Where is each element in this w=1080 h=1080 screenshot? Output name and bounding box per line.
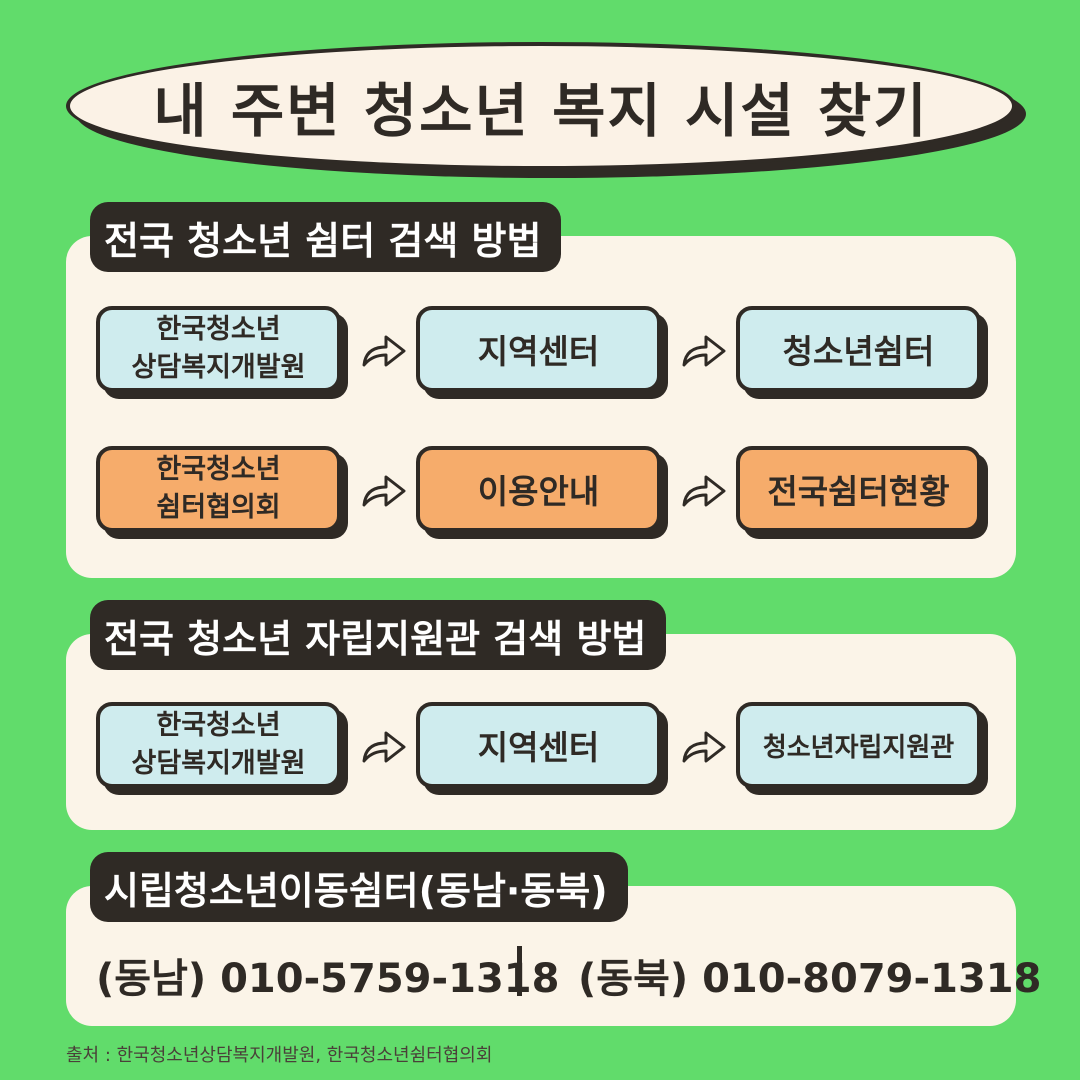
step-box-usage-guide: 이용안내 [416,446,661,532]
step-box-shelter-council: 한국청소년 쉼터협의회 [96,446,341,532]
arrow-right-icon [682,335,726,367]
arrow-right-icon [682,475,726,507]
step-text: 한국청소년 상담복지개발원 [131,314,306,383]
step-box-independence-center: 청소년자립지원관 [736,702,981,788]
arrow-right-icon [362,731,406,763]
step-text: 지역센터 [477,332,600,371]
page-title: 내 주변 청소년 복지 시설 찾기 [153,77,929,145]
source-note: 출처 : 한국청소년상담복지개발원, 한국청소년쉼터협의회 [66,1045,493,1066]
title-banner: 내 주변 청소년 복지 시설 찾기 [66,42,1016,170]
step-box-local-center: 지역센터 [416,702,661,788]
step-text: 한국청소년 상담복지개발원 [131,710,306,779]
section-label-shelter: 전국 청소년 쉼터 검색 방법 [90,202,562,272]
phone-northeast: (동북) 010-8079-1318 [578,956,1042,1002]
step-box-kyci: 한국청소년 상담복지개발원 [96,702,341,788]
arrow-right-icon [362,475,406,507]
arrow-right-icon [362,335,406,367]
step-box-shelter-status: 전국쉼터현황 [736,446,981,532]
step-text: 청소년쉼터 [782,332,935,371]
step-text: 지역센터 [477,728,600,767]
step-text: 한국청소년 쉼터협의회 [156,454,281,523]
section-label-independence: 전국 청소년 자립지원관 검색 방법 [90,600,667,670]
section-label-mobile-shelter: 시립청소년이동쉼터(동남·동북) [90,852,628,922]
step-text: 청소년자립지원관 [762,732,955,763]
step-text: 이용안내 [477,472,600,511]
step-text: 전국쉼터현황 [767,472,950,511]
step-box-kyci: 한국청소년 상담복지개발원 [96,306,341,392]
arrow-right-icon [682,731,726,763]
phone-southeast: (동남) 010-5759-1318 [96,956,560,1002]
phone-divider [517,946,522,996]
step-box-local-center: 지역센터 [416,306,661,392]
step-box-youth-shelter: 청소년쉼터 [736,306,981,392]
